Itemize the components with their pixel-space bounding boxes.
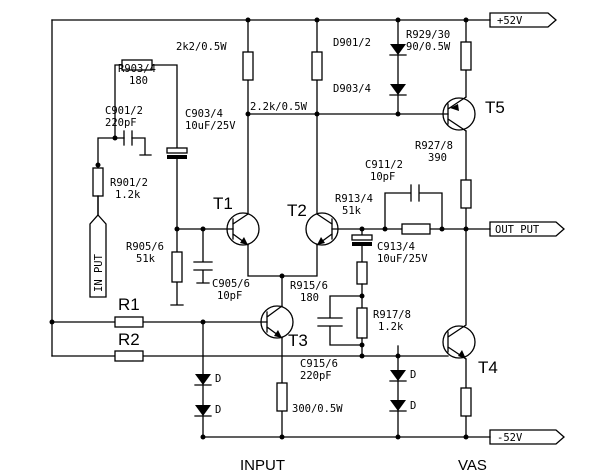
r903-ref-label: R903/4 xyxy=(118,63,156,75)
r903-resistor xyxy=(121,59,153,71)
c903-capacitor xyxy=(166,147,188,154)
input-diode-lower xyxy=(194,405,212,417)
r2-resistor xyxy=(114,350,144,362)
t1-collector-resistor-label: 2k2/0.5W xyxy=(176,41,227,53)
r915-ref-label: R915/6 xyxy=(290,280,328,292)
r901-resistor xyxy=(92,167,104,197)
vas-diode-upper xyxy=(389,370,407,382)
r927-resistor xyxy=(460,179,472,209)
r1-label: R1 xyxy=(118,295,140,314)
c905-ref-label: C905/6 xyxy=(212,278,250,290)
r913-value-label: 51k xyxy=(342,205,362,217)
c901-ref-label: C901/2 xyxy=(105,105,143,117)
input-port[interactable] xyxy=(89,214,107,298)
negative-rail-label: -52V xyxy=(497,432,523,444)
output-port-label: OUT PUT xyxy=(495,224,540,236)
r915-resistor xyxy=(356,261,368,285)
c911-ref-label: C911/2 xyxy=(365,159,403,171)
c901-value-label: 220pF xyxy=(105,117,137,129)
r1-resistor xyxy=(114,316,144,328)
vas-section-label: VAS xyxy=(458,457,487,474)
c901-capacitor xyxy=(123,130,133,146)
r927-value-label: 390 xyxy=(428,152,447,164)
transistor-t1 xyxy=(226,212,260,246)
r901-ref-label: R901/2 xyxy=(110,177,148,189)
c915-ref-label: C915/6 xyxy=(300,358,338,370)
c913-value-label: 10uF/25V xyxy=(377,253,428,265)
r913-ref-label: R913/4 xyxy=(335,193,373,205)
c915-value-label: 220pF xyxy=(300,370,332,382)
c915-capacitor xyxy=(317,295,363,346)
t3-label: T3 xyxy=(288,331,308,350)
c913-capacitor xyxy=(351,234,373,241)
r929-resistor xyxy=(460,41,472,71)
t4-label: T4 xyxy=(478,358,498,377)
r905-ref-label: R905/6 xyxy=(126,241,164,253)
r905-resistor xyxy=(171,251,183,283)
d901-label: D901/2 xyxy=(333,37,371,49)
c913-ref-label: C913/4 xyxy=(377,241,415,253)
r929-value-label: 90/0.5W xyxy=(406,41,451,53)
output-port[interactable] xyxy=(489,221,565,237)
t4-emitter-resistor xyxy=(460,387,472,417)
c901-wiring xyxy=(114,137,152,156)
input-section-label: INPUT xyxy=(240,457,285,474)
r917-value-label: 1.2k xyxy=(378,321,404,333)
positive-rail xyxy=(51,12,557,28)
t1-label: T1 xyxy=(213,194,233,213)
r905-value-label: 51k xyxy=(136,253,156,265)
c911-capacitor xyxy=(384,184,443,230)
diode-d903 xyxy=(389,84,407,96)
tail-resistor-label: 300/0.5W xyxy=(292,403,343,415)
r901-value-label: 1.2k xyxy=(115,189,141,201)
c905-capacitor xyxy=(193,228,213,284)
r915-value-label: 180 xyxy=(300,292,319,304)
emitter-tie-wire xyxy=(247,244,318,277)
d903-label: D903/4 xyxy=(333,83,371,95)
input-diode-upper xyxy=(194,374,212,386)
r929-ref-label: R929/30 xyxy=(406,29,450,41)
c903-ref-label: C903/4 xyxy=(185,108,223,120)
tail-resistor xyxy=(276,382,288,412)
vas-diode-lower xyxy=(389,400,407,412)
positive-rail-label: +52V xyxy=(497,15,523,27)
vas-diode-lower-label: D xyxy=(410,400,416,412)
t5-label: T5 xyxy=(485,98,505,117)
r927-ref-label: R927/8 xyxy=(415,140,453,152)
input-diode-upper-label: D xyxy=(215,373,221,385)
diode-d901 xyxy=(389,44,407,56)
input-port-label: IN PUT xyxy=(93,253,105,292)
r2-label: R2 xyxy=(118,330,140,349)
transistor-t5 xyxy=(442,96,476,132)
r917-resistor xyxy=(356,307,368,339)
r903-value-label: 180 xyxy=(129,75,148,87)
r913-resistor xyxy=(401,223,431,235)
input-diode-lower-label: D xyxy=(215,404,221,416)
vas-diode-upper-label: D xyxy=(410,369,416,381)
r917-ref-label: R917/8 xyxy=(373,309,411,321)
transistor-t4 xyxy=(442,324,476,360)
c911-value-label: 10pF xyxy=(370,171,395,183)
t2-collector-resistor xyxy=(311,51,323,81)
c903-value-label: 10uF/25V xyxy=(185,120,236,132)
t1-collector-resistor xyxy=(242,51,254,81)
c905-value-label: 10pF xyxy=(217,290,242,302)
negative-rail xyxy=(202,429,565,445)
t2-label: T2 xyxy=(287,201,307,220)
t2-collector-resistor-label: 2.2k/0.5W xyxy=(250,101,308,113)
